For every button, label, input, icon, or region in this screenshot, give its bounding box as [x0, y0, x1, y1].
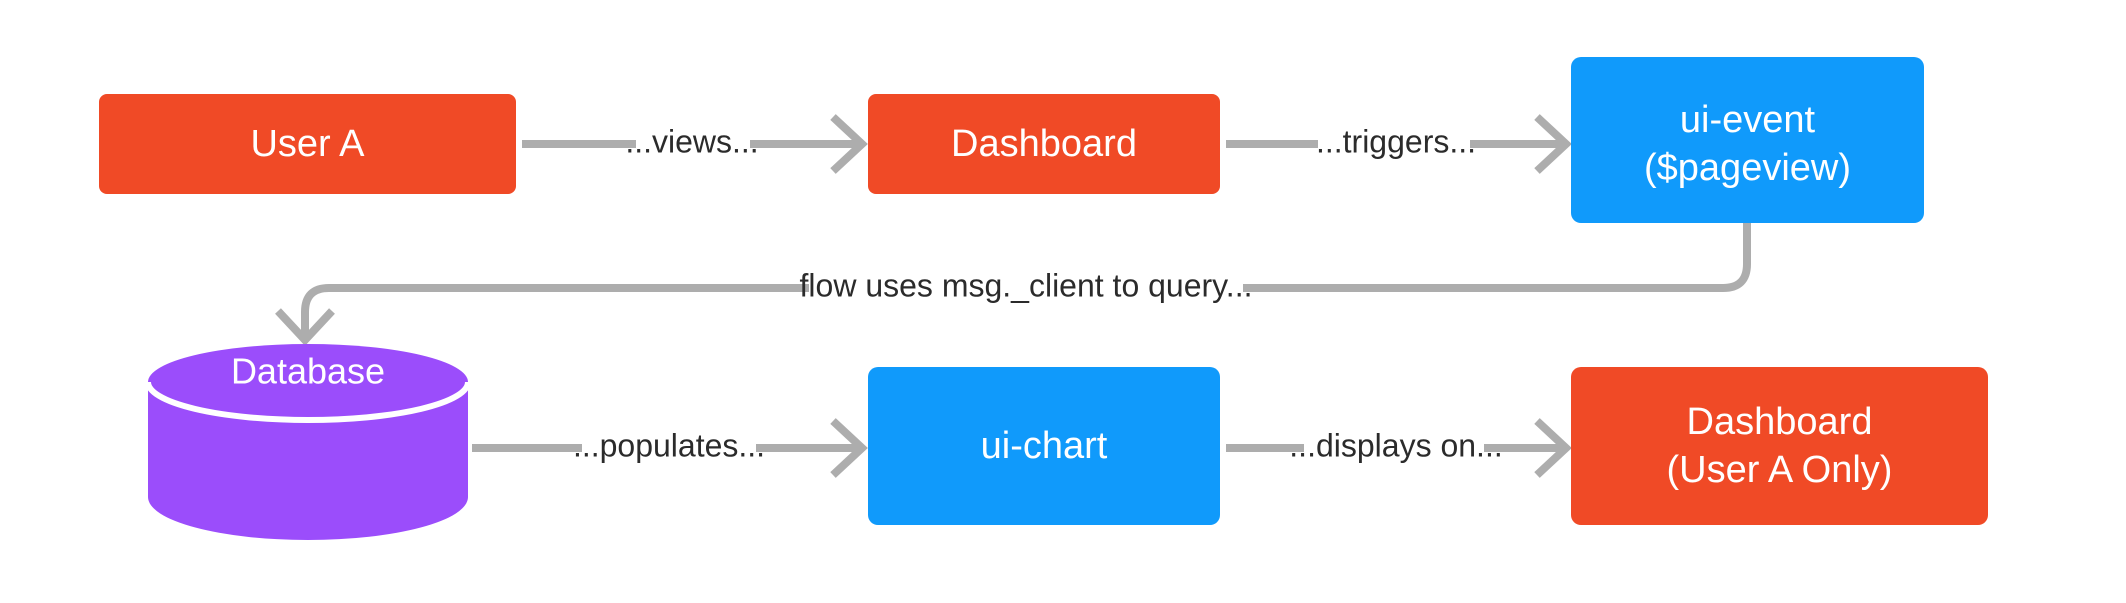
arrowhead-icon: [275, 308, 335, 346]
edge-label-displays-on: ...displays on...: [1289, 427, 1502, 463]
node-user-a[interactable]: User A: [99, 94, 516, 194]
arrowhead-icon: [830, 114, 868, 174]
node-dashboard-bottom-label-line2: (User A Only): [1667, 449, 1893, 491]
arrowhead-icon: [1534, 114, 1572, 174]
edge-path-right: [1243, 223, 1751, 292]
node-database-label: Database: [231, 351, 385, 392]
node-dashboard-top-shape[interactable]: [868, 94, 1220, 194]
node-dashboard-bottom[interactable]: Dashboard (User A Only): [1571, 367, 1988, 525]
node-ui-event-label-line1: ui-event: [1680, 99, 1816, 141]
node-dashboard-top[interactable]: Dashboard: [868, 94, 1220, 194]
node-dashboard-top-label: Dashboard: [951, 123, 1137, 165]
edge-label-flow-query: flow uses msg._client to query...: [800, 267, 1253, 303]
node-ui-event-shape[interactable]: [1571, 57, 1924, 223]
node-user-a-label: User A: [250, 123, 365, 165]
edge-dashboard-to-ui-event: [1226, 114, 1572, 174]
node-database-rim: [145, 381, 471, 423]
node-ui-chart-label: ui-chart: [981, 425, 1108, 467]
node-ui-chart-shape[interactable]: [868, 367, 1220, 525]
edge-ui-event-to-database: [275, 223, 1751, 346]
edge-label-views: ...views...: [625, 123, 758, 159]
edge-label-triggers: ...triggers...: [1316, 123, 1476, 159]
node-ui-event[interactable]: ui-event ($pageview): [1571, 57, 1924, 223]
edge-ui-chart-to-dashboard: [1226, 418, 1572, 478]
edge-database-to-ui-chart: [472, 418, 868, 478]
node-user-a-shape[interactable]: [99, 94, 516, 194]
arrowhead-icon: [830, 418, 868, 478]
edge-path-left: [301, 284, 809, 340]
node-database-body[interactable]: [148, 382, 468, 540]
node-dashboard-bottom-shape[interactable]: [1571, 367, 1988, 525]
node-database[interactable]: Database: [145, 344, 471, 540]
node-ui-chart[interactable]: ui-chart: [868, 367, 1220, 525]
node-dashboard-bottom-label-line1: Dashboard: [1687, 401, 1873, 443]
edge-user-a-to-dashboard: [522, 114, 868, 174]
node-database-top-ellipse[interactable]: [148, 344, 468, 420]
edge-label-populates: ...populates...: [573, 427, 765, 463]
arrowhead-icon: [1534, 418, 1572, 478]
node-ui-event-label-line2: ($pageview): [1644, 147, 1851, 189]
